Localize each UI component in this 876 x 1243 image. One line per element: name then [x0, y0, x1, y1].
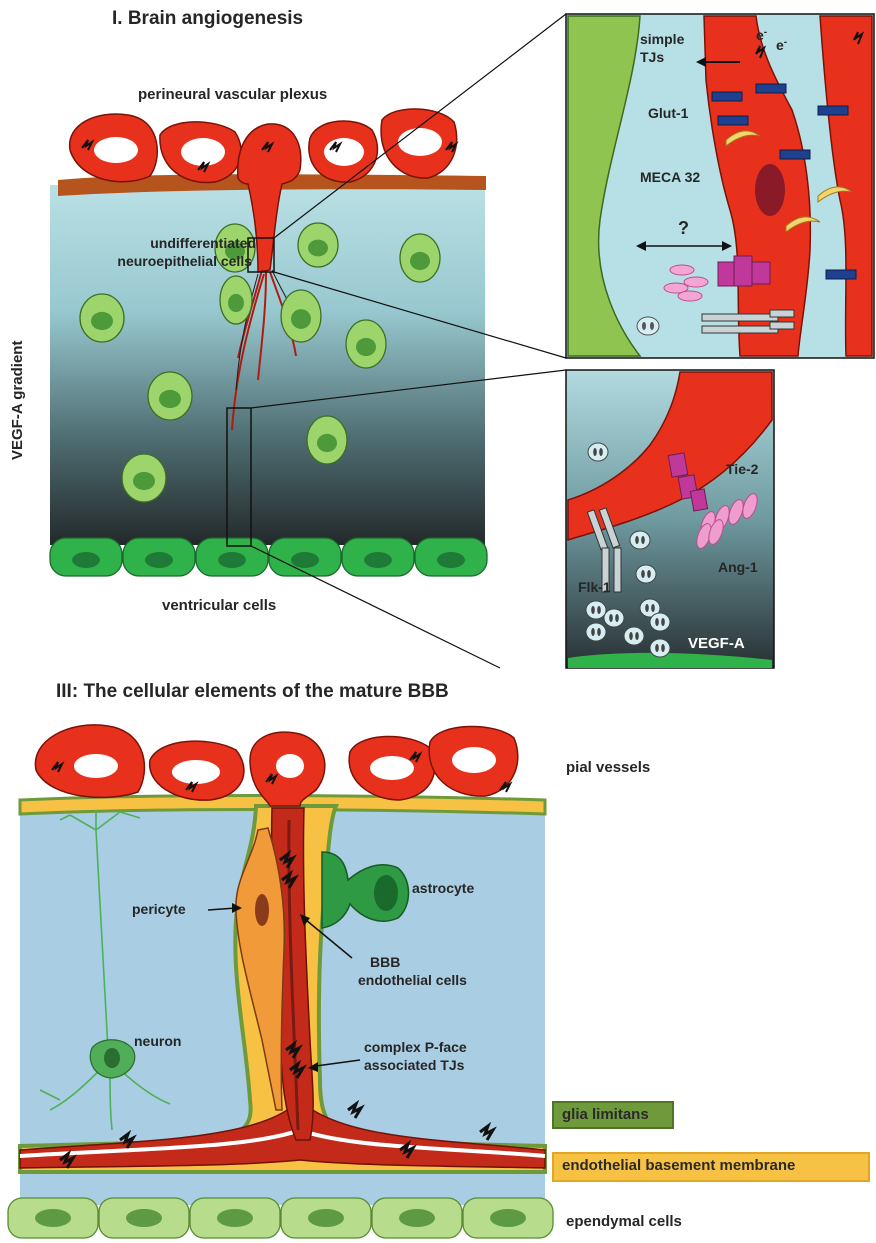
vegf-molecule: [650, 613, 670, 631]
ventricular-cell: [123, 538, 195, 576]
simple-tj-label-line1: simple: [640, 31, 685, 47]
pial-vessels: [35, 725, 517, 806]
complex-label-line1: complex P-face: [364, 1039, 467, 1055]
pial-label: pial vessels: [566, 759, 650, 776]
top-panel: I. Brain angiogenesis perineural vascula…: [9, 8, 566, 668]
ependymal-cell: [99, 1198, 189, 1238]
ependymal-cell: [463, 1198, 553, 1238]
neuroepithelial-cell: [307, 416, 347, 464]
ependymal-cell: [372, 1198, 462, 1238]
basement-membrane-label: endothelial basement membrane: [562, 1157, 795, 1174]
ventricular-label: ventricular cells: [162, 597, 276, 614]
bottom-panel-title: III: The cellular elements of the mature…: [56, 681, 449, 702]
bbb-label-line1: BBB: [370, 954, 400, 970]
inset-upper: simple TJs e- e- Glut-1 MECA 32 ?: [566, 14, 874, 358]
glut1-label: Glut-1: [648, 105, 689, 121]
neuroepithelial-cell: [220, 276, 252, 324]
plexus-vessel: [309, 121, 378, 182]
vegf-molecules-upper: [637, 317, 659, 335]
meca32-label: MECA 32: [640, 169, 700, 185]
ventricular-cell: [50, 538, 122, 576]
astrocyte-label: astrocyte: [412, 880, 474, 896]
vegf-molecule: [650, 639, 670, 657]
inset-lower: Tie-2 Ang-1 Flk-1 VEGF-A: [566, 370, 774, 668]
neuro-label-line1: undifferentiated: [150, 235, 256, 251]
neuroepithelial-cell: [122, 454, 166, 502]
neuroepithelial-cell: [281, 290, 321, 342]
vegf-molecule: [636, 565, 656, 583]
pericyte-label: pericyte: [132, 901, 186, 917]
question-mark: ?: [678, 218, 689, 238]
glut1-transporter: [718, 116, 748, 125]
ventricular-cell: [196, 538, 268, 576]
plexus-vessel: [160, 122, 241, 183]
glia-limitans-legend: glia limitans: [552, 1101, 674, 1129]
neuroepithelial-cell: [346, 320, 386, 368]
plexus-label: perineural vascular plexus: [138, 86, 327, 103]
ependymal-label: ependymal cells: [566, 1213, 682, 1230]
endothelial-nucleus: [755, 164, 785, 216]
ventricular-cell: [269, 538, 341, 576]
pericyte-nucleus: [255, 894, 269, 926]
ventricular-cell: [415, 538, 487, 576]
gradient-label: VEGF-A gradient: [9, 341, 26, 460]
glia-limitans-label: glia limitans: [562, 1106, 649, 1123]
vegf-molecule: [586, 601, 606, 619]
flk1-label: Flk-1: [578, 579, 611, 595]
glut1-transporter: [826, 270, 856, 279]
glut1-transporter: [780, 150, 810, 159]
neuro-label-line2: neuroepithelial cells: [117, 253, 252, 269]
ependymal-cell: [281, 1198, 371, 1238]
simple-tj-label-line2: TJs: [640, 49, 664, 65]
glut1-transporter: [756, 84, 786, 93]
vegf-molecule: [630, 531, 650, 549]
neuroepithelial-cell: [298, 223, 338, 267]
vegf-molecule: [586, 623, 606, 641]
top-panel-title: I. Brain angiogenesis: [112, 8, 303, 29]
vegf-molecule: [624, 627, 644, 645]
pial-vessel: [35, 725, 144, 797]
vegfa-label: VEGF-A: [688, 635, 745, 652]
tie2-label: Tie-2: [726, 461, 759, 477]
pial-vessel: [349, 736, 435, 800]
plexus-vessel: [381, 109, 457, 178]
glut1-transporter: [818, 106, 848, 115]
vegf-molecule: [588, 443, 608, 461]
neuroepithelial-cell: [148, 372, 192, 420]
neuroepithelial-cell: [400, 234, 440, 282]
astrocyte-nucleus: [374, 875, 398, 911]
ang1-label: Ang-1: [718, 559, 758, 575]
neuron-label: neuron: [134, 1033, 181, 1049]
neuroepithelial-cell: [80, 294, 124, 342]
basement-membrane-legend: endothelial basement membrane: [552, 1152, 870, 1182]
vegf-molecule: [604, 609, 624, 627]
pial-vessel: [150, 741, 244, 800]
ependymal-cell: [190, 1198, 280, 1238]
ependymal-cell: [8, 1198, 98, 1238]
complex-label-line2: associated TJs: [364, 1057, 465, 1073]
bbb-label-line2: endothelial cells: [358, 972, 467, 988]
glut1-transporter: [712, 92, 742, 101]
ventricular-cell: [342, 538, 414, 576]
